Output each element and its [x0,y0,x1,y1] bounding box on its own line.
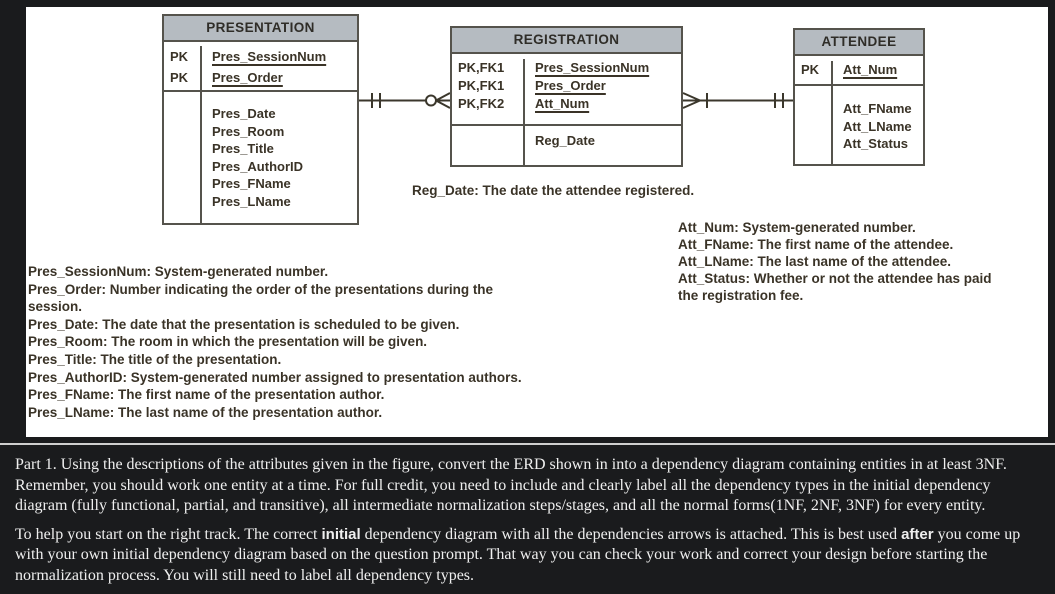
key-attribute: Pres_SessionNum [212,49,327,64]
description-line: Pres_Title: The title of the presentatio… [28,351,282,367]
paragraph-2-text: dependency diagram with all the dependen… [360,525,902,543]
attribute: Pres_Room [212,123,285,139]
assignment-instructions: Part 1. Using the descriptions of the at… [0,446,1055,594]
attribute: Att_LName [843,118,912,134]
entity-presentation: PRESENTATION PK PK Pres_SessionNum Pres_… [162,14,359,225]
connector-registration-attendee [682,92,793,109]
description-line: Pres_Room: The room in which the present… [28,334,428,350]
entity-attendee: ATTENDEE PK Att_Num Att_FName Att_LName … [793,28,925,166]
attribute: Pres_FName [212,176,291,191]
entity-registration-key-section: PK,FK1 PK,FK1 PK,FK2 Pres_SessionNum Pre… [452,54,681,126]
attribute: Att_Status [843,136,909,151]
key-attribute: Att_Num [535,96,590,111]
bold-word-after: after [901,525,934,543]
entity-presentation-attribute-section: Pres_Date Pres_Room Pres_Title Pres_Auth… [164,92,357,223]
entity-presentation-title: PRESENTATION [164,16,357,42]
description-line: Pres_LName: The last name of the present… [28,404,383,420]
entity-registration-title: REGISTRATION [452,28,681,54]
entity-registration: REGISTRATION PK,FK1 PK,FK1 PK,FK2 Pres_S… [450,26,683,167]
description-line: Att_LName: The last name of the attendee… [678,254,952,269]
bold-word-initial: initial [321,525,361,543]
key-tag: PK [801,62,820,77]
attendee-attribute-descriptions: Att_Num: System-generated number. Att_FN… [678,219,992,304]
attribute: Pres_Title [212,141,274,156]
entity-attendee-key-section: PK Att_Num [795,56,923,86]
description-line: the registration fee. [678,288,804,303]
paragraph-2-text: To help you start on the right track. Th… [15,525,322,543]
key-tag: PK [170,70,189,85]
attribute: Pres_AuthorID [212,158,304,174]
key-tag: PK [170,49,189,64]
entity-attendee-attribute-section: Att_FName Att_LName Att_Status [795,86,923,164]
key-tag: PK,FK1 [458,78,505,93]
presentation-attribute-descriptions: Pres_SessionNum: System-generated number… [28,263,522,421]
description-line: Att_Status: Whether or not the attendee … [678,271,992,286]
description-line: Att_Num: System-generated number. [678,220,916,235]
attribute: Pres_LName [212,193,291,209]
entity-registration-attribute-section: Reg_Date [452,126,681,165]
reg-date-note: Reg_Date: The date the attendee register… [412,183,695,198]
key-tag: PK,FK2 [458,96,505,111]
attribute: Reg_Date [535,133,595,148]
key-attribute: Pres_SessionNum [535,60,650,75]
key-attribute: Pres_Order [535,78,606,93]
connector-presentation-registration [359,92,451,109]
key-attribute: Pres_Order [212,70,283,85]
attribute: Pres_Date [212,106,276,121]
key-attribute: Att_Num [843,62,898,77]
description-line: Att_FName: The first name of the attende… [678,237,954,252]
attribute: Att_FName [843,101,912,116]
description-line: Pres_Order: Number indicating the order … [28,281,494,297]
paragraph-2-text: you come up with your own initial depend… [15,525,1021,584]
divider-line [0,443,1055,445]
description-line: Pres_FName: The first name of the presen… [28,387,385,403]
description-line: Pres_AuthorID: System-generated number a… [28,369,522,385]
assignment-paragraph-1: Part 1. Using the descriptions of the at… [15,456,1007,514]
description-line: session. [28,299,83,315]
entity-attendee-title: ATTENDEE [795,30,923,56]
figure-attachment: PRESENTATION PK PK Pres_SessionNum Pres_… [26,7,1048,437]
entity-presentation-key-section: PK PK Pres_SessionNum Pres_Order [164,42,357,92]
key-tag: PK,FK1 [458,60,505,75]
description-line: Pres_SessionNum: System-generated number… [28,264,329,279]
assignment-paragraph-2: To help you start on the right track. Th… [15,525,1043,587]
description-line: Pres_Date: The date that the presentatio… [28,316,460,332]
